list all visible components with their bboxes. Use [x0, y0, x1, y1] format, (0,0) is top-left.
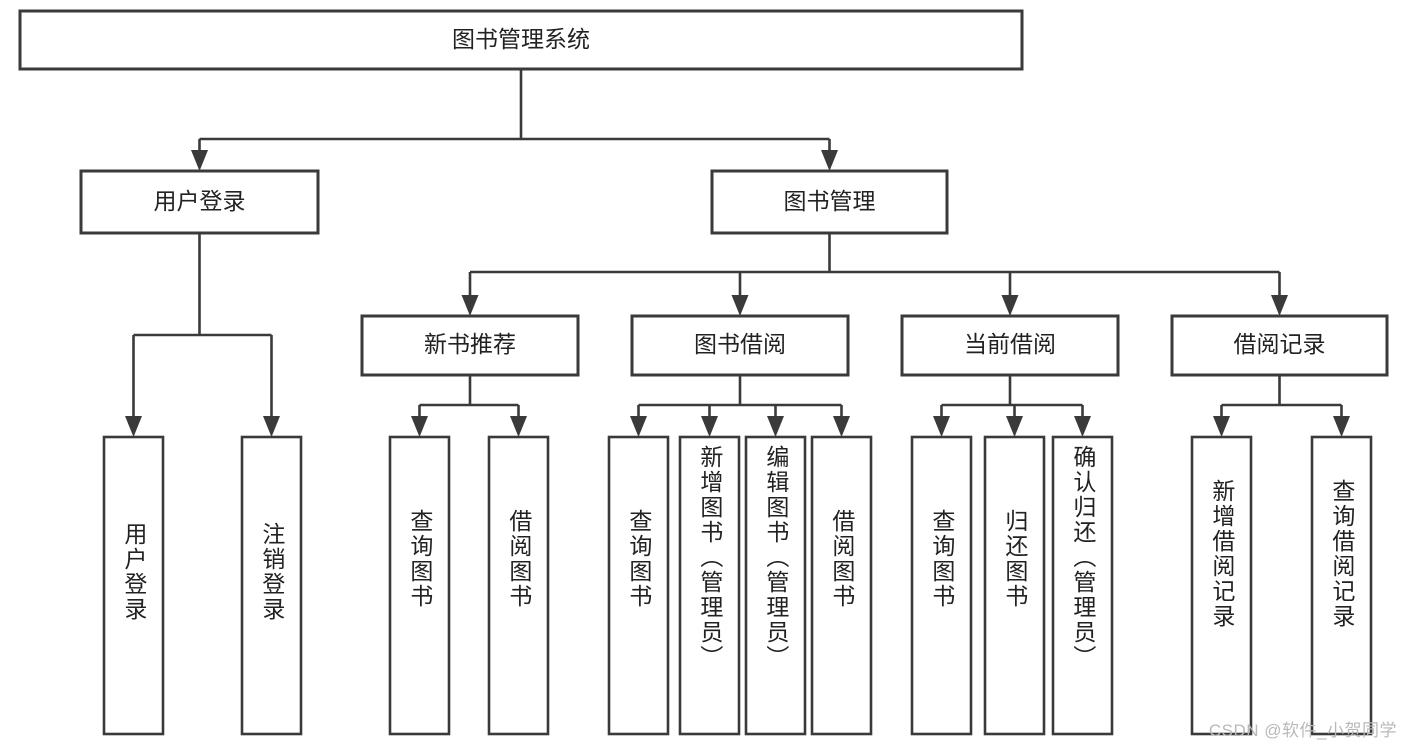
- arrow-head-current-borrow: [1001, 295, 1019, 316]
- arrow-head-leaf-borrow-book: [833, 416, 850, 437]
- node-root-label: 图书管理系统: [452, 26, 590, 52]
- node-borrow-record-label: 借阅记录: [1234, 331, 1326, 357]
- arrow-head-new-book-recommend: [461, 295, 479, 316]
- node-book-manage-label: 图书管理: [784, 188, 876, 214]
- arrow-head-leaf-return-book: [1006, 416, 1023, 437]
- arrow-head-leaf-borrow-book-recommend: [510, 416, 527, 437]
- arrow-head-leaf-edit-book-admin: [767, 416, 784, 437]
- arrow-head-leaf-add-borrow-record: [1213, 416, 1230, 437]
- arrow-head-borrow-record: [1271, 295, 1288, 316]
- arrow-head-book-manage: [821, 150, 838, 171]
- node-current-borrow[interactable]: [900, 314, 1120, 377]
- arrow-head-leaf-query-book-recommend: [411, 416, 428, 437]
- node-current-borrow-label: 当前借阅: [964, 331, 1056, 357]
- node-leaf-add-borrow-record[interactable]: [1190, 435, 1253, 736]
- node-leaf-query-borrow-record[interactable]: [1310, 435, 1373, 736]
- node-leaf-logout[interactable]: [240, 435, 303, 736]
- node-leaf-user-login[interactable]: [102, 435, 165, 736]
- node-leaf-add-book-admin[interactable]: [678, 435, 741, 736]
- node-leaf-borrow-book[interactable]: [810, 435, 873, 736]
- arrow-head-leaf-user-login: [125, 416, 142, 437]
- arrow-head-leaf-query-book-borrow: [630, 416, 647, 437]
- node-root[interactable]: [18, 9, 1024, 71]
- node-leaf-return-book[interactable]: [983, 435, 1046, 736]
- node-borrow-record[interactable]: [1170, 314, 1389, 377]
- arrow-head-leaf-query-borrow-record: [1333, 416, 1350, 437]
- arrow-head-user-login: [191, 150, 208, 171]
- node-leaf-query-book-recommend[interactable]: [388, 435, 451, 736]
- edge-layer: [125, 69, 1350, 437]
- arrow-head-leaf-query-book-current: [933, 416, 950, 437]
- arrow-head-leaf-add-book-admin: [701, 416, 718, 437]
- node-leaf-borrow-book-recommend[interactable]: [487, 435, 550, 736]
- node-user-login[interactable]: [79, 169, 320, 235]
- node-book-manage[interactable]: [710, 169, 949, 235]
- node-leaf-edit-book-admin[interactable]: [744, 435, 807, 736]
- arrow-head-book-borrow: [731, 295, 749, 316]
- node-layer: 图书管理系统 用户登录 图书管理 新书推荐 图书借阅 当前借阅 借阅记录: [18, 9, 1389, 736]
- arrow-head-leaf-confirm-return-admin: [1074, 416, 1091, 437]
- node-leaf-confirm-return-admin[interactable]: [1051, 435, 1114, 736]
- node-leaf-query-book-borrow[interactable]: [607, 435, 670, 736]
- node-book-borrow-label: 图书借阅: [694, 331, 786, 357]
- arrow-head-leaf-logout: [263, 416, 280, 437]
- node-leaf-query-book-current[interactable]: [910, 435, 973, 736]
- node-new-book-recommend[interactable]: [360, 314, 580, 377]
- node-book-borrow[interactable]: [630, 314, 850, 377]
- node-user-login-label: 用户登录: [154, 188, 246, 214]
- node-new-book-recommend-label: 新书推荐: [424, 331, 516, 357]
- csdn-watermark: CSDN @软件_小贺同学: [1208, 721, 1397, 740]
